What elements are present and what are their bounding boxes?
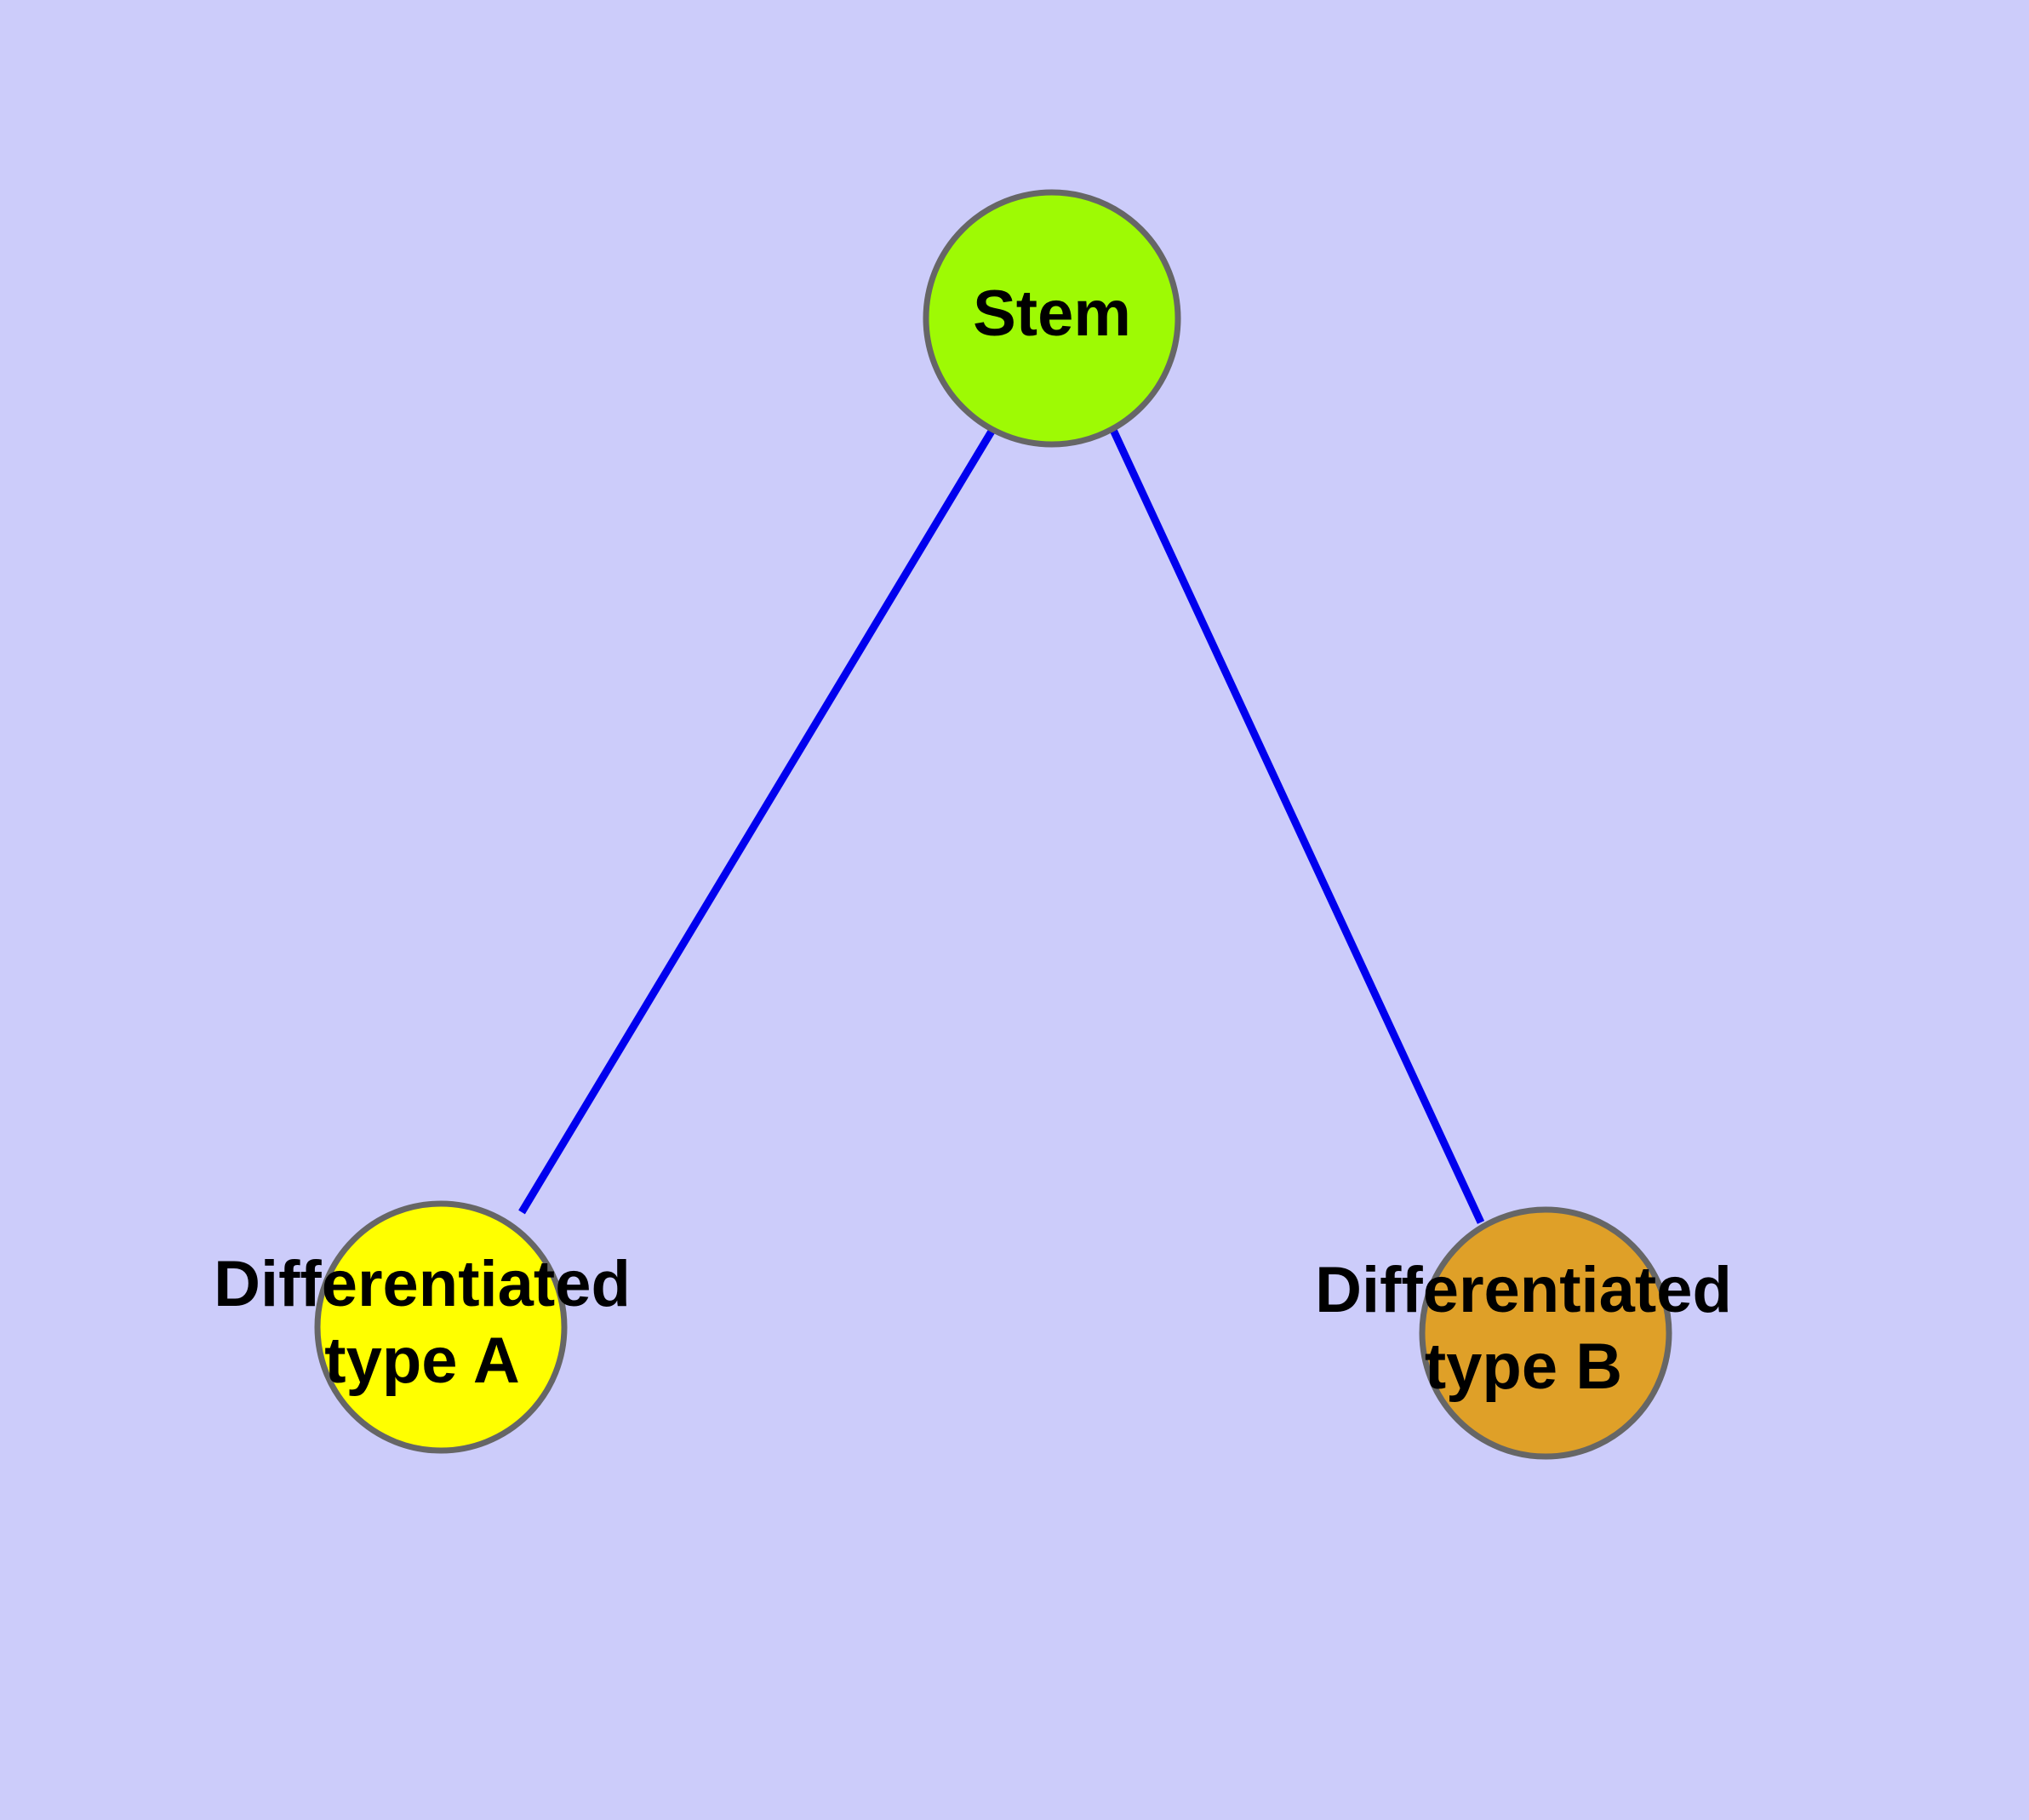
graph-edge-stem-to-diff_b[interactable] [1109,428,1485,1224]
edges-layer [518,427,1485,1224]
graph-edge-stem-to-diff_a[interactable] [518,427,996,1215]
graph-node-label-line: Differentiated [1315,1254,1732,1326]
graph-node-diff_a[interactable] [314,1200,568,1454]
graph-node-label-line: type A [324,1325,519,1397]
graph-node-label-line: Stem [973,278,1131,350]
graph-node-label-stem: Stem [973,278,1131,350]
nodes-layer [314,189,1672,1460]
graph-node-label-line: Differentiated [214,1248,631,1320]
graph-node-diff_b[interactable] [1419,1206,1672,1460]
graph-node-label-line: type B [1425,1331,1622,1403]
graph-node-stem[interactable] [923,189,1181,448]
